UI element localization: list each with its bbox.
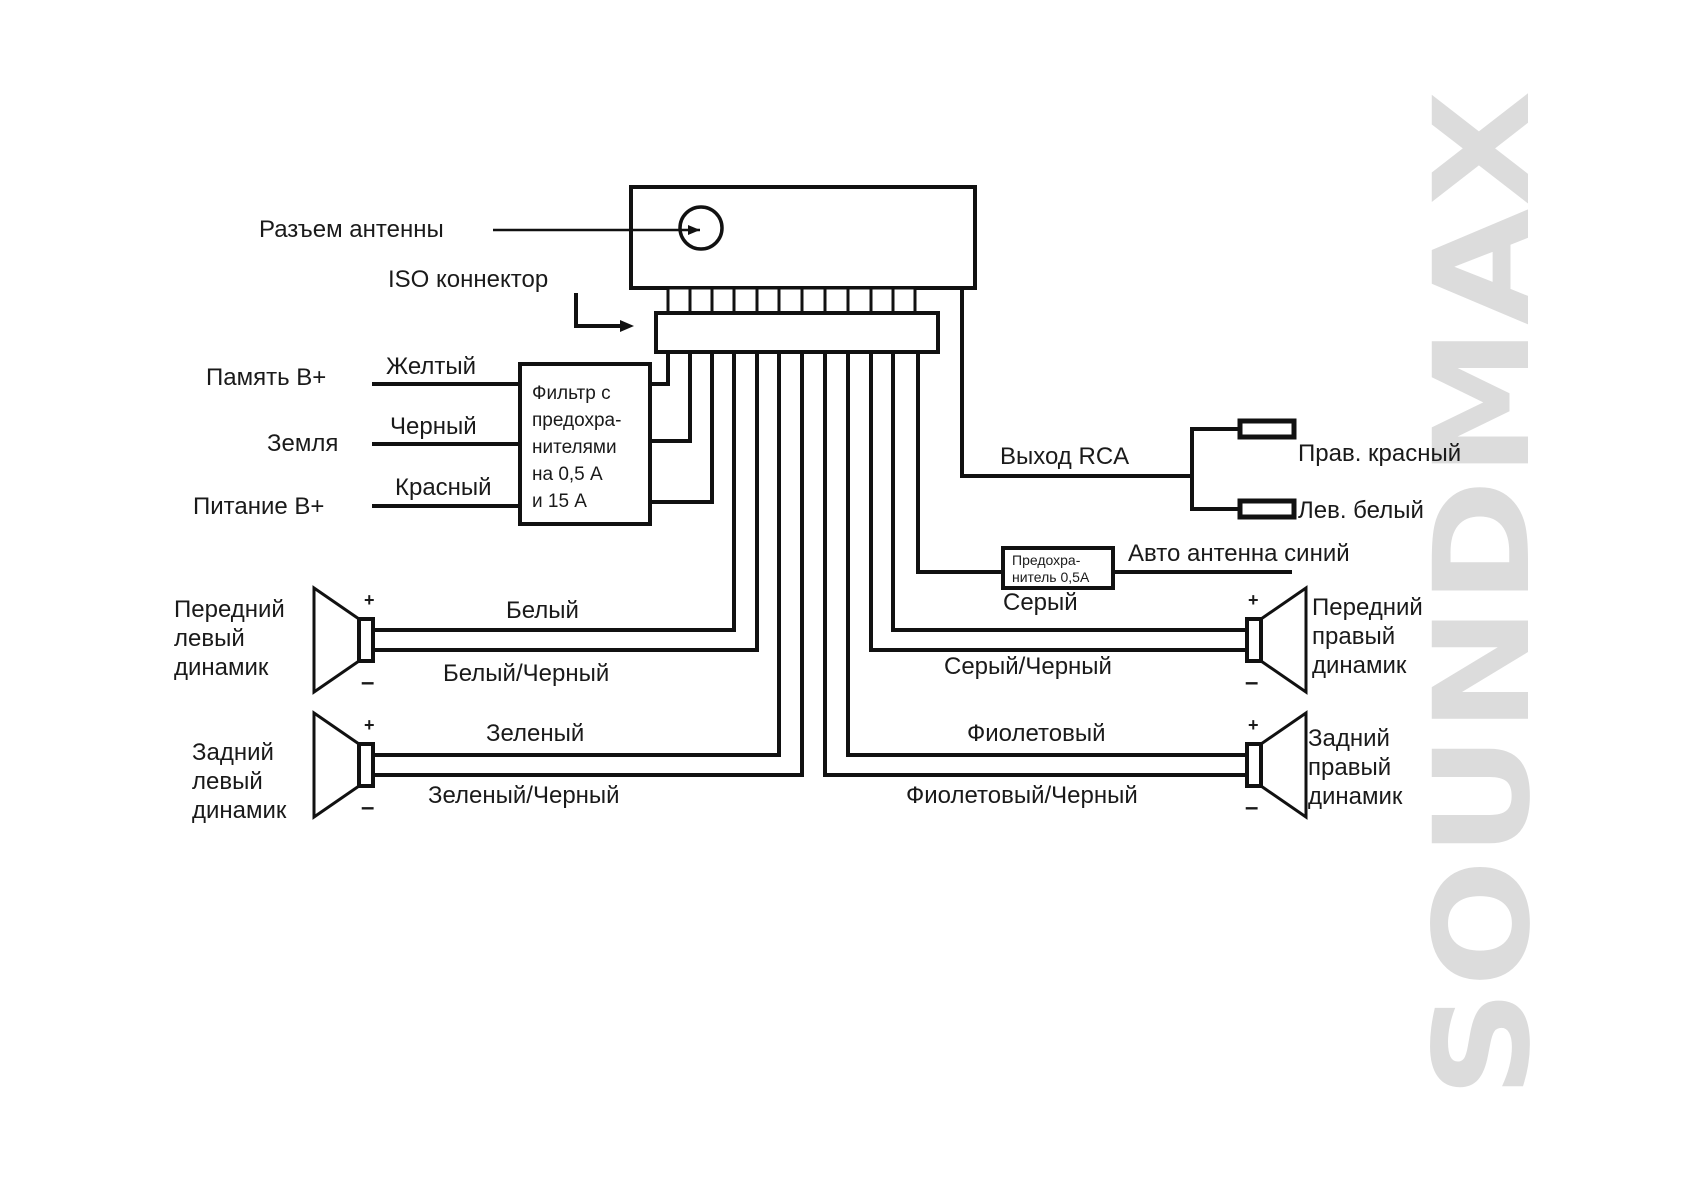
connector-pin xyxy=(755,286,781,315)
front-right-speaker-name: правый xyxy=(1312,623,1395,650)
antenna-fuse-text: нитель 0,5А xyxy=(1012,569,1090,585)
speaker-magnet xyxy=(357,742,375,788)
front-left-speaker-icon: +– xyxy=(312,585,375,696)
speaker-magnet xyxy=(1245,617,1263,663)
antenna-wire xyxy=(916,352,1003,574)
fuse-filter-box xyxy=(518,362,652,526)
auto-antenna-label: Авто антенна синий xyxy=(1128,540,1350,567)
iso-pointer-line xyxy=(574,293,624,328)
filter-to-iso-wire xyxy=(650,352,692,443)
rca-plug-right xyxy=(1237,418,1297,440)
rear-right-speaker-name: динамик xyxy=(1308,783,1403,810)
connector-pin xyxy=(823,286,850,315)
memory-label: Память B+ xyxy=(206,364,326,391)
connector-pin xyxy=(688,286,714,315)
antenna-fuse-box xyxy=(1001,546,1115,590)
rear-left-speaker-name: левый xyxy=(192,768,263,795)
front-right-plus-wire xyxy=(891,352,1247,632)
filter-text-line: и 15 А xyxy=(532,491,587,512)
iso-arrowhead-icon xyxy=(620,320,634,332)
iso-connector-label: ISO коннектор xyxy=(388,266,548,293)
connector-pin xyxy=(869,286,895,315)
filter-to-iso-wire xyxy=(650,352,670,386)
speaker-magnet xyxy=(1245,742,1263,788)
connector-pin xyxy=(846,286,873,315)
connector-pin xyxy=(800,286,827,315)
rca-output-wire xyxy=(960,288,1192,478)
rear-left-speaker-name: Задний xyxy=(192,739,274,766)
speakers: +–+–+–+– xyxy=(312,585,1308,821)
speaker-magnet xyxy=(357,617,375,663)
rear-right-plus-wire xyxy=(846,352,1247,757)
rca-output-label: Выход RCA xyxy=(1000,443,1129,470)
connector-pin xyxy=(710,286,736,315)
front-right-speaker-name: динамик xyxy=(1312,652,1407,679)
iso-connector-block xyxy=(654,311,940,354)
antenna-arrowhead-icon xyxy=(688,225,700,235)
front-left-minus-wire-label: Белый/Черный xyxy=(443,660,609,687)
plus-terminal-sign: + xyxy=(364,590,375,610)
filter-text-line: предохра- xyxy=(532,410,621,431)
ground-label: Земля xyxy=(267,430,338,457)
rear-left-plus-wire-label: Зеленый xyxy=(486,720,584,747)
ground-wire-color: Черный xyxy=(390,413,477,440)
front-right-speaker-name: Передний xyxy=(1312,594,1423,621)
antenna-fuse-text: Предохра- xyxy=(1012,552,1081,568)
filter-to-iso-wire xyxy=(650,352,714,504)
rear-right-plus-wire-label: Фиолетовый xyxy=(967,720,1106,747)
rca-plug-left xyxy=(1237,498,1297,520)
rear-right-speaker-icon: +– xyxy=(1245,710,1308,821)
power-label: Питание B+ xyxy=(193,493,324,520)
front-right-plus-wire-label: Серый xyxy=(1003,589,1078,616)
front-right-minus-wire xyxy=(869,352,1247,652)
front-left-plus-wire-label: Белый xyxy=(506,597,579,624)
front-right-minus-wire-label: Серый/Черный xyxy=(944,653,1112,680)
front-left-plus-wire xyxy=(373,352,736,632)
rear-right-minus-wire-label: Фиолетовый/Черный xyxy=(906,782,1138,809)
speaker-cone-icon xyxy=(312,710,360,820)
filter-text-line: нителями xyxy=(532,437,617,458)
rear-left-speaker-name: динамик xyxy=(192,797,287,824)
filter-text-line: на 0,5 А xyxy=(532,464,603,485)
minus-terminal-sign: – xyxy=(361,794,374,821)
front-left-speaker-name: левый xyxy=(174,625,245,652)
speaker-cone-icon xyxy=(312,585,360,695)
power-wire-color: Красный xyxy=(395,474,492,501)
front-left-minus-wire xyxy=(373,352,759,652)
front-right-speaker-icon: +– xyxy=(1245,585,1308,696)
plus-terminal-sign: + xyxy=(364,715,375,735)
antenna-connector-label: Разъем антенны xyxy=(259,216,444,243)
rear-left-plus-wire xyxy=(373,352,781,757)
connector-pins xyxy=(666,286,917,315)
plus-terminal-sign: + xyxy=(1248,590,1259,610)
filter-text-line: Фильтр с xyxy=(532,383,611,404)
memory-wire-color: Желтый xyxy=(386,353,476,380)
minus-terminal-sign: – xyxy=(1245,794,1258,821)
wires xyxy=(373,288,1247,777)
minus-terminal-sign: – xyxy=(1245,669,1258,696)
front-left-speaker-name: динамик xyxy=(174,654,269,681)
rca-split-line xyxy=(1190,456,1240,511)
rear-left-speaker-icon: +– xyxy=(312,710,375,821)
rca-left-label: Лев. белый xyxy=(1298,497,1424,524)
connector-pin xyxy=(666,286,692,315)
brand-watermark: SOUNDMAX xyxy=(1406,88,1560,1098)
speaker-cone-icon xyxy=(1260,710,1308,820)
rear-left-minus-wire-label: Зеленый/Черный xyxy=(428,782,620,809)
minus-terminal-sign: – xyxy=(361,669,374,696)
front-left-speaker-name: Передний xyxy=(174,596,285,623)
connector-pin xyxy=(891,286,917,315)
connector-pin xyxy=(777,286,804,315)
rca-right-label: Прав. красный xyxy=(1298,440,1461,467)
plus-terminal-sign: + xyxy=(1248,715,1259,735)
connector-pin xyxy=(732,286,759,315)
rear-right-speaker-name: Задний xyxy=(1308,725,1390,752)
rear-right-minus-wire xyxy=(823,352,1247,777)
speaker-cone-icon xyxy=(1260,585,1308,695)
rear-left-minus-wire xyxy=(373,352,804,777)
rca-split-line xyxy=(1190,427,1240,456)
antenna-socket-icon xyxy=(678,205,724,251)
rear-right-speaker-name: правый xyxy=(1308,754,1391,781)
